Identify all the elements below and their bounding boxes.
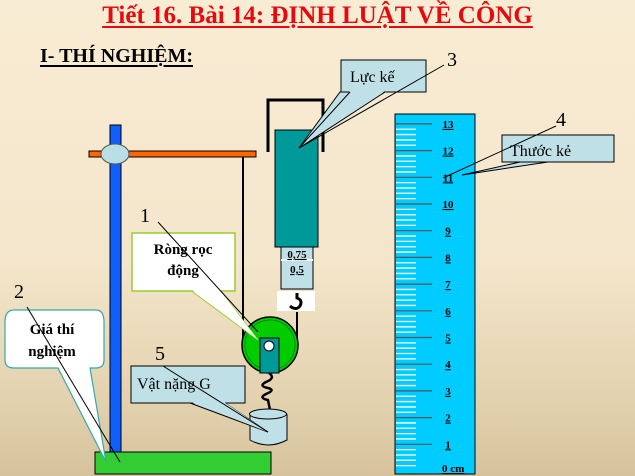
spring-icon [261, 371, 274, 411]
callout-dynamometer: Lực kế 3 [298, 49, 457, 149]
hook-icon [289, 293, 303, 310]
ruler-tick-label: 3 [445, 386, 451, 398]
stand-pole [109, 124, 122, 456]
slide-title: Tiết 16. Bài 14: ĐỊNH LUẬT VỀ CÔNG [102, 2, 533, 29]
callout-ruler: Thước kẻ 4 [442, 109, 615, 179]
dynamometer: 0,75 0,5 [266, 98, 325, 345]
ruler-tick-label: 4 [445, 359, 451, 371]
ruler-tick-label: 8 [445, 252, 451, 264]
stand-crossbar [88, 150, 257, 158]
callout-pulley: Ròng rọc động 1 [131, 205, 259, 341]
callout-dynamometer-number: 3 [447, 49, 457, 71]
ruler-tick-label: 5 [445, 333, 451, 345]
callout-stand-number: 2 [14, 281, 24, 303]
callout-pulley-number: 1 [140, 205, 150, 227]
callout-stand: Giá thí nghiệm 2 [4, 281, 121, 463]
ruler-tick-label: 1 [445, 439, 451, 451]
stand-base [94, 451, 272, 475]
callout-pulley-line2: động [167, 263, 199, 279]
ruler-tick-label: 7 [445, 279, 451, 291]
section-heading: I- THÍ NGHIỆM: [40, 45, 193, 67]
ruler-unit-label: 0 cm [442, 463, 464, 475]
callout-stand-line2: nghiệm [28, 344, 76, 360]
callout-weight: Vật nặng G 5 [130, 343, 269, 433]
ruler-tick-label: 2 [445, 413, 451, 425]
ruler-tick-label: 10 [443, 199, 455, 211]
ruler-tick-label: 13 [443, 119, 455, 131]
callout-weight-number: 5 [155, 343, 165, 365]
ruler-tick-label: 6 [445, 306, 451, 318]
callout-stand-line1: Giá thí [30, 322, 75, 338]
ruler-tick-label: 11 [443, 172, 453, 184]
weight-cylinder [249, 408, 288, 446]
callout-ruler-label: Thước kẻ [510, 143, 571, 160]
ruler-tick-label: 9 [445, 226, 451, 238]
callout-dynamometer-label: Lực kế [350, 69, 396, 86]
callout-ruler-number: 4 [556, 109, 566, 131]
moving-pulley [241, 316, 299, 411]
callout-weight-label: Vật nặng G [137, 376, 211, 393]
ruler-tick-label: 12 [443, 146, 455, 158]
experiment-stand [88, 124, 272, 475]
dynamometer-scale-bottom: 0,5 [290, 264, 304, 276]
dynamometer-scale-top: 0,75 [287, 249, 307, 261]
stand-clamp [100, 143, 130, 165]
